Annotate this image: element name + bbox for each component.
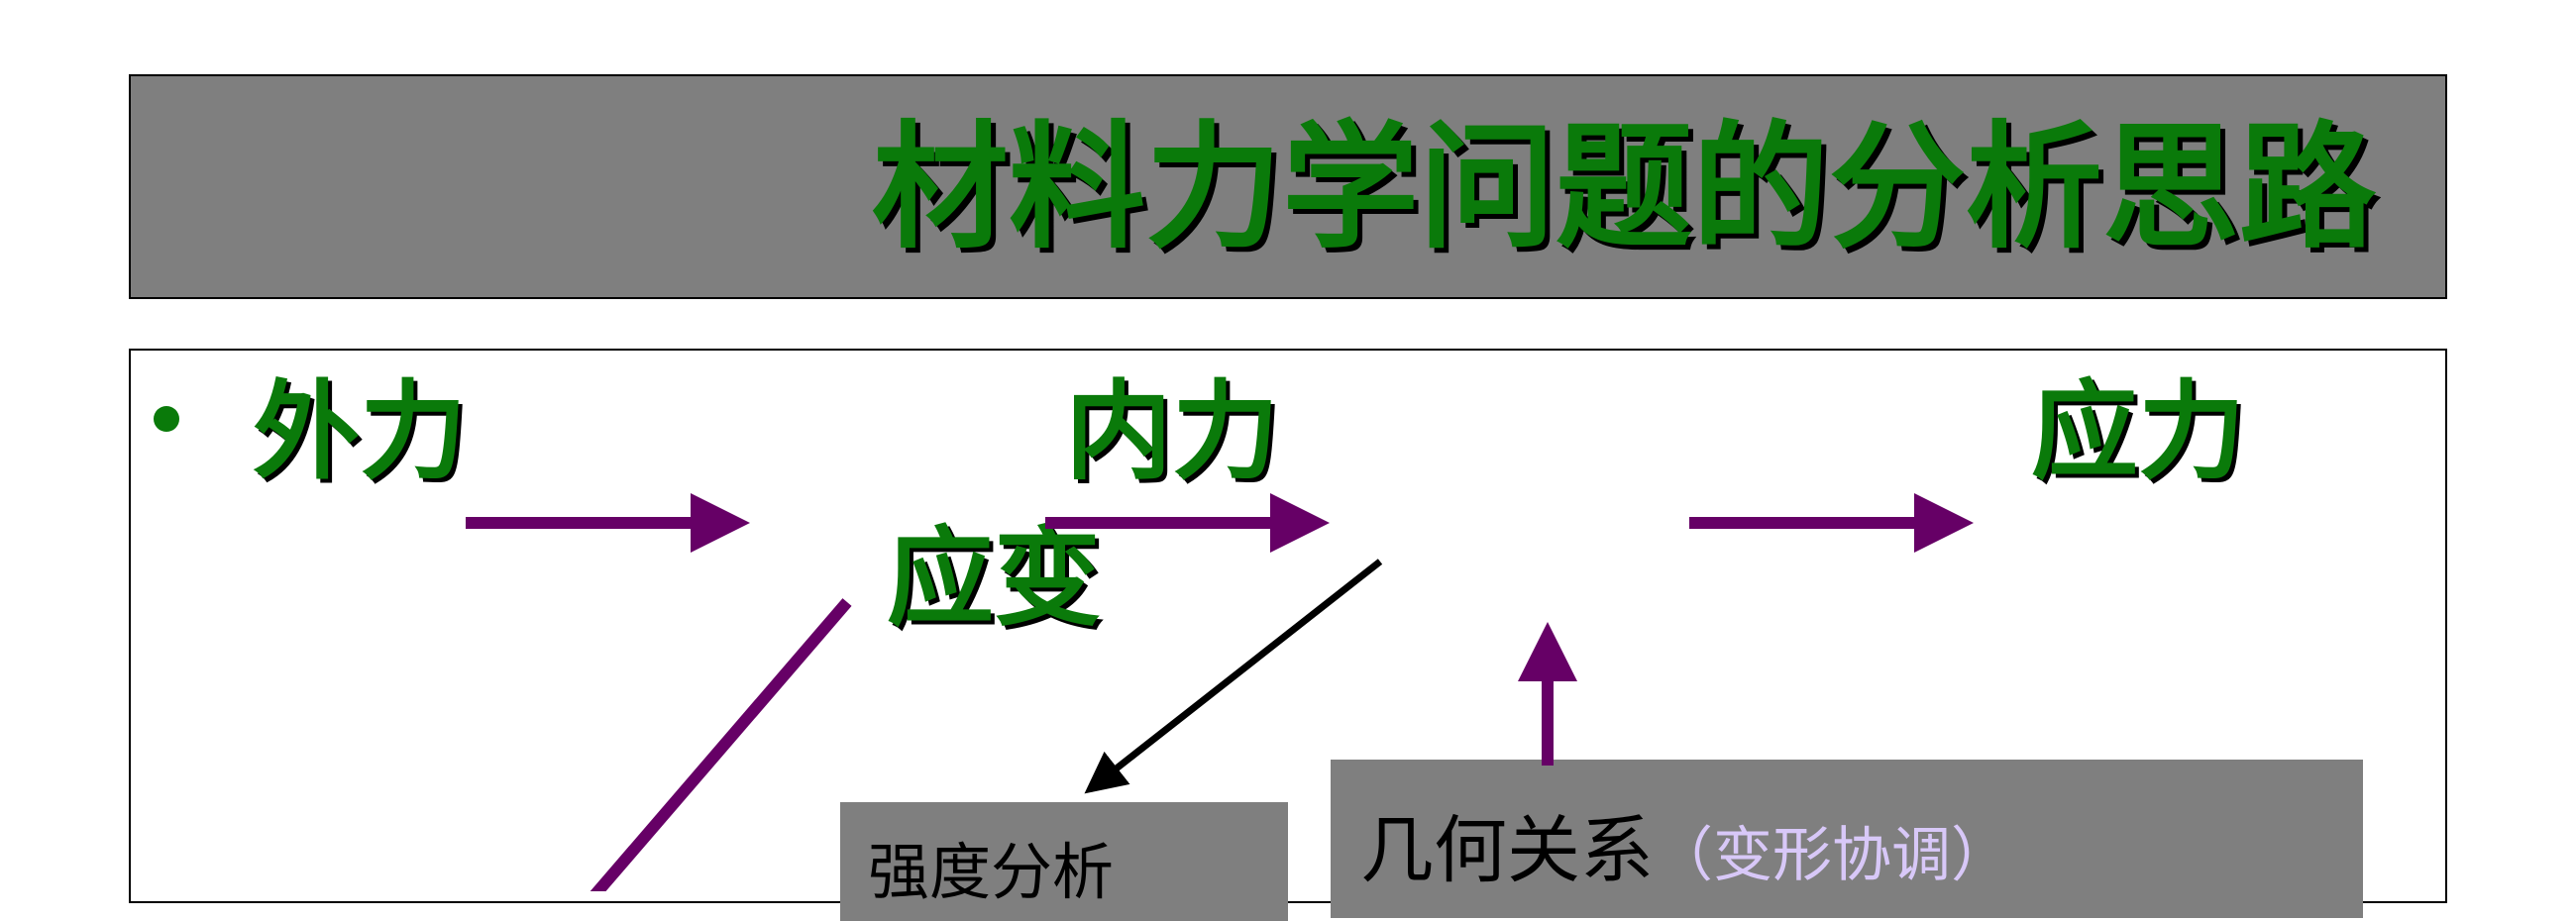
geometry-main-text: 几何关系 <box>1360 808 1654 893</box>
term-external-force: 外力 <box>253 369 468 494</box>
title-bar: 材料力学问题的分析思路 <box>129 74 2447 299</box>
term-internal-force: 内力 <box>1065 369 1280 494</box>
arrows-layer <box>466 493 1974 891</box>
geometry-relation-label: 几何关系（变形协调） <box>1360 791 2010 897</box>
bullet-dot <box>154 406 179 432</box>
line-strain-down <box>590 598 852 891</box>
arrow-to-strength <box>1084 559 1383 794</box>
slide-title: 材料力学问题的分析思路 <box>871 105 2376 267</box>
term-strain: 应变 <box>887 516 1102 641</box>
term-stress: 应力 <box>2031 369 2246 494</box>
geometry-paren-text: （变形协调） <box>1654 821 2010 890</box>
